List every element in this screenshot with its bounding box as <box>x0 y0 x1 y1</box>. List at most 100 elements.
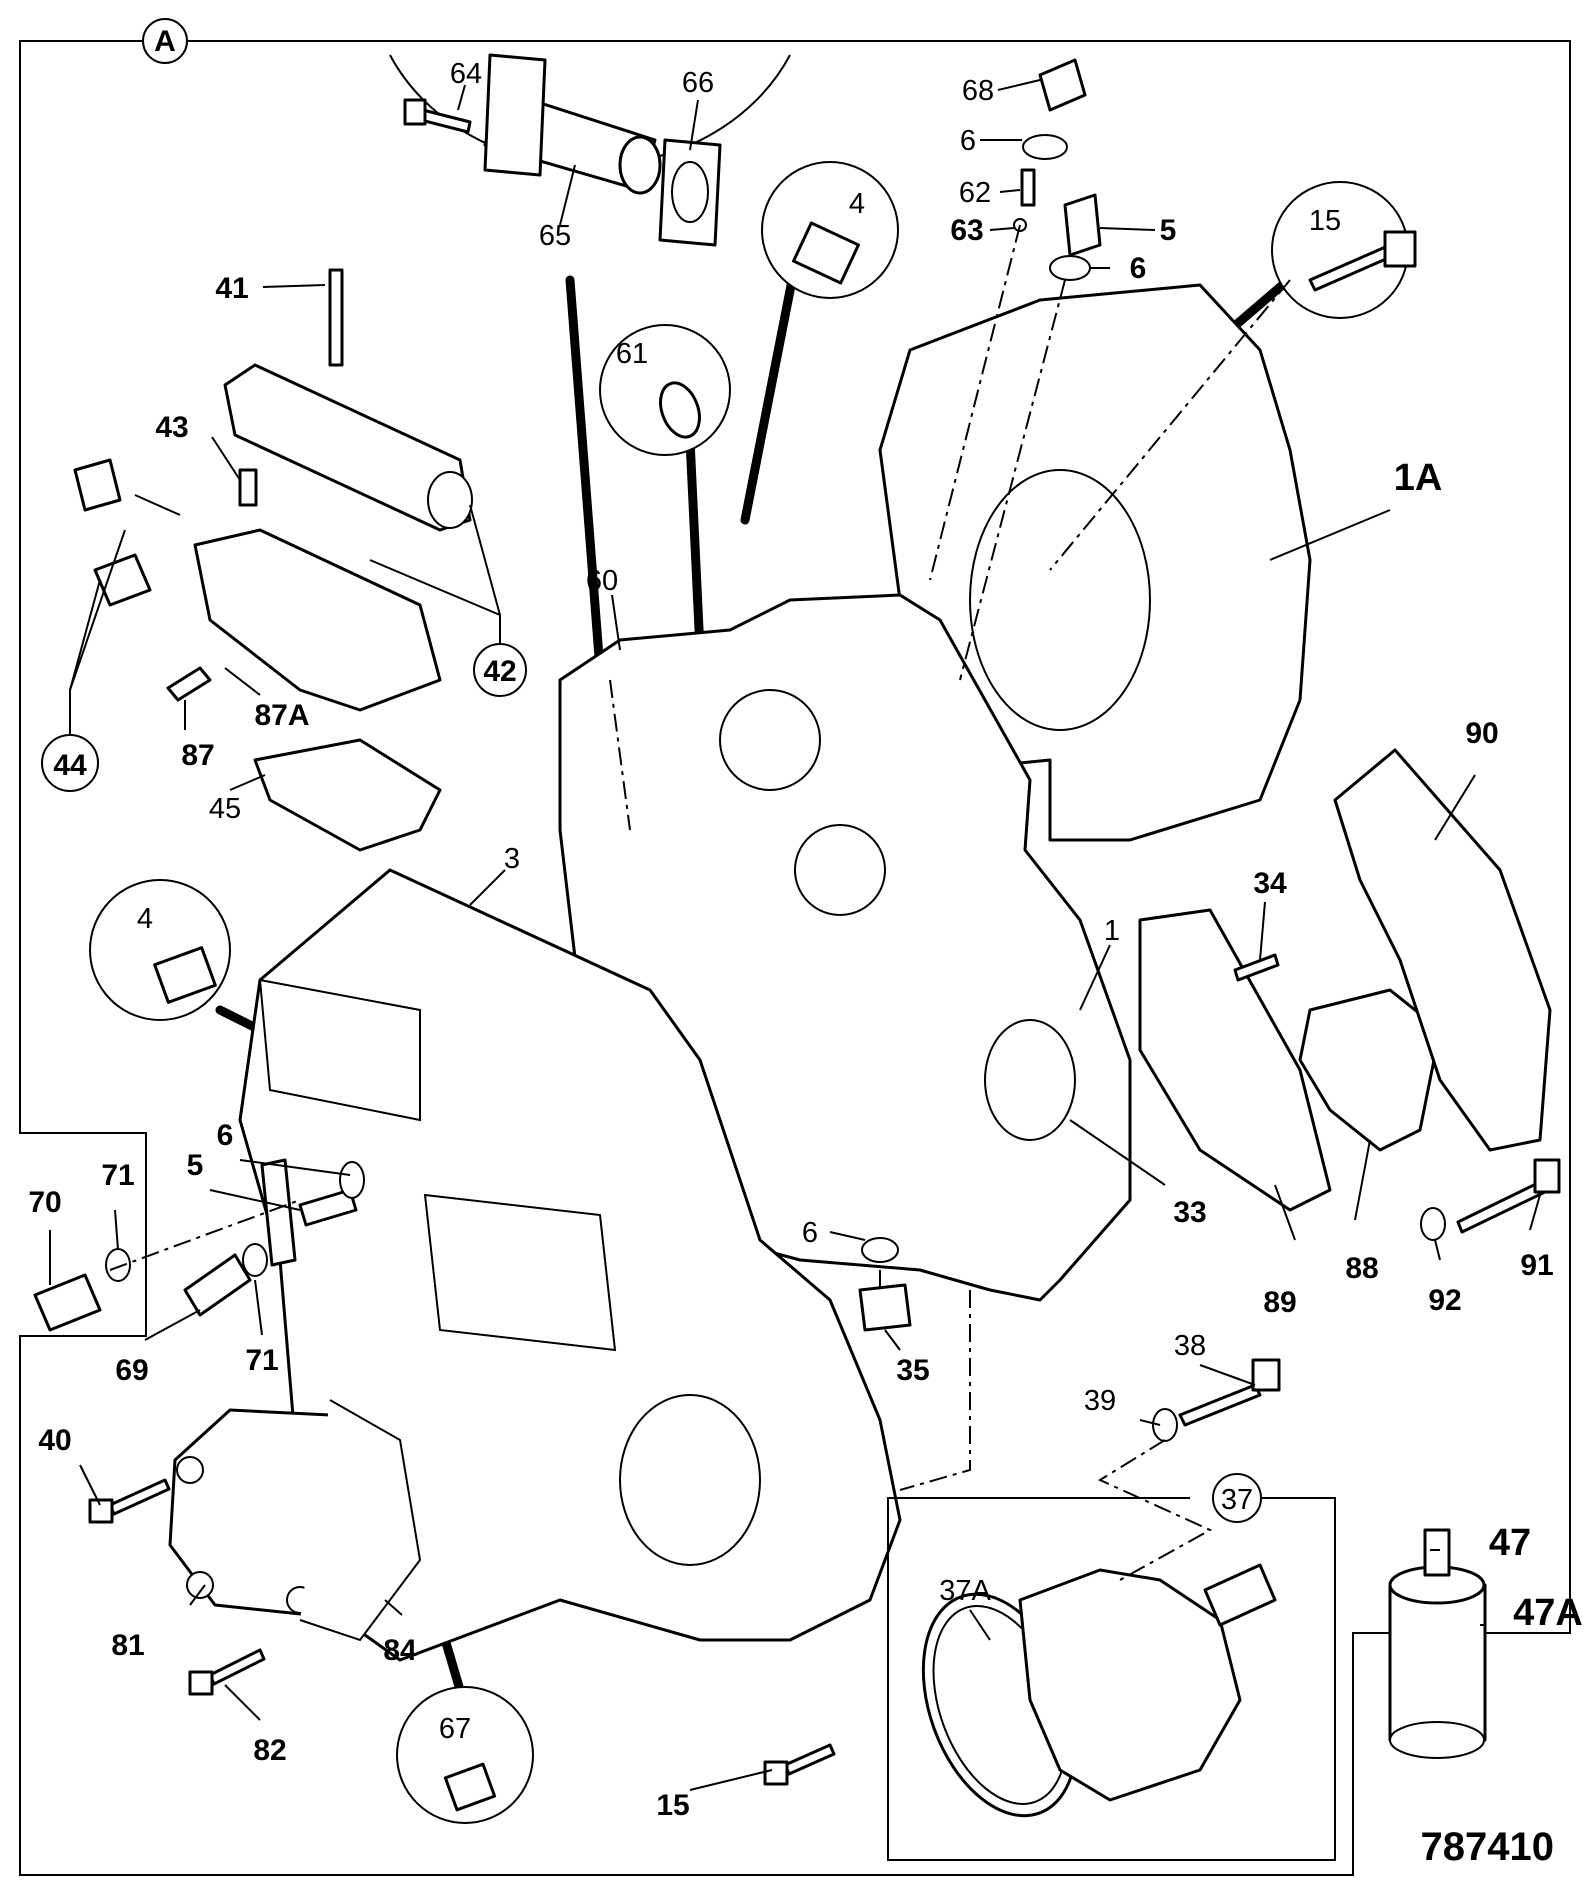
plug-4a <box>792 221 860 285</box>
valve-44 <box>93 553 152 607</box>
label-39: 39 <box>1084 1385 1116 1417</box>
label-40: 40 <box>38 1424 71 1457</box>
pump-mount <box>423 1193 617 1352</box>
label-64: 64 <box>450 58 482 90</box>
transfer-case-top <box>258 978 421 1122</box>
washer-6b <box>1049 255 1091 281</box>
label-43: 43 <box>155 411 188 444</box>
frame-tag-circle <box>142 18 188 64</box>
callout-labels: 64 65 66 68 6 62 63 5 6 4 15 41 43 61 1A… <box>28 58 1583 1822</box>
bolt-40 <box>108 1478 171 1516</box>
bolt-82 <box>208 1648 266 1686</box>
label-1A: 1A <box>1394 457 1443 499</box>
fitting-5a <box>1063 193 1102 257</box>
label-63: 63 <box>950 214 983 247</box>
centre-line-3 <box>1049 279 1291 571</box>
label-3: 3 <box>504 843 520 875</box>
valve-body <box>193 528 442 712</box>
screw-43 <box>238 468 258 507</box>
pump-shaft <box>1203 1563 1277 1627</box>
label-4a: 4 <box>849 188 865 220</box>
washer-6d <box>861 1237 899 1263</box>
label-34: 34 <box>1253 867 1287 900</box>
frame-tag: A <box>154 25 176 58</box>
label-84: 84 <box>383 1634 417 1667</box>
casing-bore-1 <box>719 689 821 791</box>
spring-44 <box>134 494 181 516</box>
leader-bold-61 <box>685 435 705 655</box>
inset-37-box <box>887 1497 1336 1861</box>
pipe-end <box>618 135 662 195</box>
filter-47A <box>1388 1583 1487 1742</box>
washer-6c <box>339 1161 365 1199</box>
bolt-38 <box>1178 1383 1262 1427</box>
bolt-15b-head <box>763 1760 789 1786</box>
plug-4b <box>153 946 217 1004</box>
oring-61 <box>659 381 701 439</box>
label-37: 37 <box>1221 1484 1253 1516</box>
bolt-15b <box>783 1743 836 1776</box>
gasket-84 <box>299 1399 422 1642</box>
washer-6a <box>1022 134 1068 160</box>
centre-line-2 <box>959 279 1066 681</box>
cover-plate-89 <box>1138 908 1332 1212</box>
washer-71b <box>242 1243 268 1277</box>
reference-number: 787410 <box>1421 1825 1554 1869</box>
label-81: 81 <box>111 1629 144 1662</box>
label-47A: 47A <box>1513 1592 1583 1634</box>
label-71b: 71 <box>245 1344 278 1377</box>
solenoid-end <box>427 471 473 529</box>
label-6b: 6 <box>1130 252 1147 285</box>
bolt-15a-head <box>1383 230 1417 268</box>
label-41: 41 <box>215 272 248 305</box>
plate-45 <box>253 738 442 852</box>
label-70: 70 <box>28 1186 61 1219</box>
centre-line-1 <box>929 224 1021 581</box>
label-4b: 4 <box>137 903 153 935</box>
pipe-flange <box>483 53 547 177</box>
filter-47A-bottom <box>1389 1721 1485 1759</box>
label-91: 91 <box>1520 1249 1553 1282</box>
label-38: 38 <box>1174 1330 1206 1362</box>
bolt-64-head <box>403 98 427 126</box>
centre-line-4 <box>609 679 631 831</box>
label-62: 62 <box>959 177 991 209</box>
label-82: 82 <box>253 1734 286 1767</box>
label-33: 33 <box>1173 1196 1206 1229</box>
spring-62 <box>1020 168 1036 207</box>
detail-circle-4a <box>761 161 899 299</box>
label-5a: 5 <box>1160 214 1177 247</box>
label-37A: 37A <box>939 1575 991 1607</box>
label-60: 60 <box>586 565 618 597</box>
label-1: 1 <box>1104 915 1120 947</box>
casing-bore-3 <box>984 1019 1076 1141</box>
callout-circle-44 <box>41 734 99 792</box>
fitting-5b <box>298 1188 358 1227</box>
plug-44a <box>73 458 122 512</box>
label-90: 90 <box>1465 717 1498 750</box>
leader-bold-pipe <box>565 275 605 675</box>
label-68: 68 <box>962 75 994 107</box>
label-87A: 87A <box>254 699 309 732</box>
label-92: 92 <box>1428 1284 1461 1317</box>
switch-70 <box>33 1273 102 1332</box>
label-61: 61 <box>616 338 648 370</box>
washer-92 <box>1420 1207 1446 1241</box>
centre-line-8 <box>1097 1439 1213 1581</box>
heat-shield-90 <box>1333 748 1552 1152</box>
label-71a: 71 <box>101 1159 134 1192</box>
leader-lines <box>49 79 1541 1791</box>
solenoid-valve <box>223 363 472 532</box>
label-45: 45 <box>209 793 241 825</box>
label-65: 65 <box>539 220 571 252</box>
adapter-47 <box>1423 1528 1451 1577</box>
screw-41 <box>328 268 344 367</box>
label-88: 88 <box>1345 1252 1378 1285</box>
label-35: 35 <box>896 1354 929 1387</box>
leader-bold-4a <box>740 260 800 525</box>
flywheel-opening <box>969 469 1151 731</box>
label-47: 47 <box>1489 1522 1531 1564</box>
detail-circle-4b <box>89 879 231 1021</box>
bolt-91-head <box>1533 1158 1561 1194</box>
